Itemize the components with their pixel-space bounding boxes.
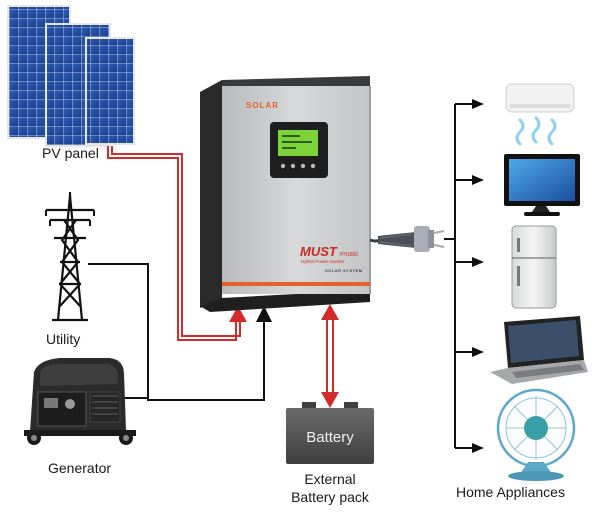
external-battery-label-line1: External — [304, 471, 356, 487]
output-arrow-tv — [472, 175, 484, 185]
output-plug-icon — [369, 226, 445, 252]
inverter-model-series: PH1800 — [340, 252, 358, 258]
utility-label: Utility — [46, 331, 81, 347]
battery-arrow-down — [321, 392, 339, 408]
output-arrow-fridge — [472, 257, 484, 267]
battery-link-line — [326, 318, 334, 398]
ac-input-arrow — [256, 306, 272, 322]
hybrid-inverter-device — [200, 76, 371, 312]
output-arrow-ac — [472, 99, 484, 109]
battery-icon — [286, 402, 374, 464]
air-conditioner-icon — [505, 83, 575, 146]
output-arrow-fan — [472, 443, 484, 453]
pv-panel-label: PV panel — [42, 145, 99, 161]
pv-input-arrow — [229, 306, 247, 322]
laptop-icon — [490, 316, 588, 384]
inverter-footer-text: SOLAR SYSTEM — [325, 268, 363, 273]
external-battery-label-line2: Battery pack — [291, 489, 369, 505]
inverter-model-subtitle: Hybrid Power Inverter — [301, 259, 345, 264]
pv-panel-icon — [7, 5, 135, 147]
ac-input-line — [88, 263, 265, 401]
lcd-panel — [270, 122, 328, 178]
utility-tower-icon — [45, 192, 95, 322]
generator-label: Generator — [48, 460, 112, 476]
home-appliances-label: Home Appliances — [456, 484, 565, 500]
generator-icon — [24, 358, 136, 445]
pv-to-inverter-line — [107, 146, 241, 341]
output-arrow-laptop — [472, 347, 484, 357]
battery-arrow-up — [321, 304, 339, 320]
fan-icon — [496, 388, 576, 481]
battery-label: Battery — [306, 429, 354, 446]
output-bus-line — [454, 103, 478, 449]
television-icon — [504, 154, 580, 216]
inverter-brand: SOLAR — [246, 101, 279, 110]
refrigerator-icon — [511, 225, 557, 309]
inverter-model-brand: MUST — [300, 244, 338, 259]
